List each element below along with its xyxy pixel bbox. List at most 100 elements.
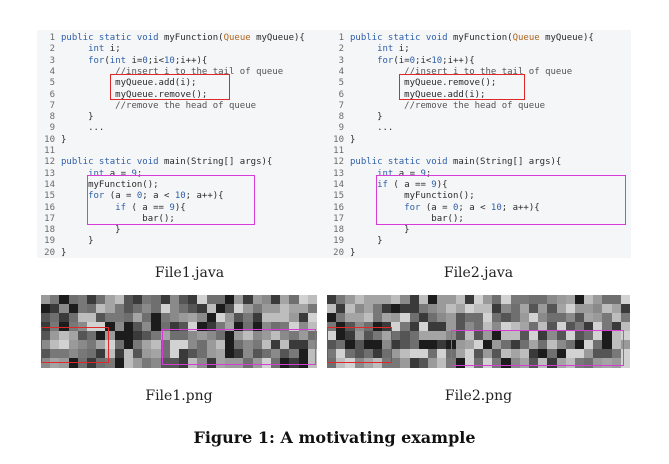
code-token: bar(); bbox=[61, 213, 175, 224]
code-token: } bbox=[61, 236, 94, 247]
code-token: int bbox=[88, 44, 105, 55]
code-line: 16 for (a = 0; a < 10; a++){ bbox=[326, 203, 540, 214]
image-file2-png bbox=[327, 295, 631, 368]
code-token: myQueue.remove(); bbox=[350, 78, 497, 89]
code-line: 17 bar(); bbox=[37, 214, 175, 225]
line-number: 11 bbox=[44, 146, 55, 156]
code-token: i; bbox=[393, 44, 410, 55]
code-line: 4 //insert i to the tail of queue bbox=[326, 66, 573, 78]
code-token: ( a == bbox=[387, 179, 432, 190]
code-token: a = bbox=[393, 168, 421, 179]
code-token: ; a++){ bbox=[501, 202, 540, 213]
line-number: 6 bbox=[338, 89, 344, 100]
code-line: 7 //remove the head of queue bbox=[37, 100, 257, 112]
code-token: public static void bbox=[61, 157, 164, 168]
code-token: 0 bbox=[142, 55, 148, 66]
line-number: 19 bbox=[333, 236, 344, 247]
code-token: if bbox=[377, 179, 388, 190]
line-number: 13 bbox=[44, 168, 55, 179]
highlight-region-red bbox=[327, 327, 392, 363]
code-line: 2 int i; bbox=[326, 44, 410, 55]
line-number: 5 bbox=[49, 78, 55, 89]
code-token bbox=[350, 169, 377, 179]
code-line: 6 myQueue.add(i); bbox=[326, 89, 486, 101]
code-token: //remove the head of queue bbox=[61, 100, 257, 111]
code-token: ){ bbox=[174, 202, 186, 213]
code-line: 8 } bbox=[37, 112, 94, 123]
code-token: 10 bbox=[164, 55, 175, 66]
code-token: } bbox=[61, 112, 94, 123]
line-number: 14 bbox=[333, 179, 344, 190]
code-line: 10} bbox=[326, 135, 355, 146]
code-line: 20} bbox=[37, 248, 66, 259]
code-token: } bbox=[350, 134, 356, 145]
code-line: 5 myQueue.add(i); bbox=[37, 78, 197, 89]
code-token: ;i++){ bbox=[442, 55, 475, 66]
code-token: a = bbox=[104, 168, 132, 179]
line-number: 15 bbox=[44, 191, 55, 202]
code-line: 19 } bbox=[37, 236, 94, 247]
code-line: 15 for (a = 0; a < 10; a++){ bbox=[37, 191, 224, 202]
code-token: 9 bbox=[431, 179, 437, 190]
code-token: int bbox=[377, 44, 394, 55]
line-number: 12 bbox=[44, 157, 55, 168]
code-line: 9 ... bbox=[326, 123, 394, 134]
code-token: } bbox=[61, 134, 67, 145]
code-token: } bbox=[350, 112, 383, 123]
code-token: ; bbox=[136, 168, 143, 179]
code-token: } bbox=[61, 225, 121, 236]
code-token: ; a++){ bbox=[185, 191, 224, 202]
code-token: myQueue.add(i); bbox=[350, 89, 486, 100]
code-token: for bbox=[377, 55, 394, 66]
code-line: 7 //remove the head of queue bbox=[326, 101, 546, 112]
line-number: 20 bbox=[333, 247, 344, 258]
code-line: 3 for(i=0;i<10;i++){ bbox=[326, 56, 475, 67]
code-token: i= bbox=[126, 55, 143, 66]
code-line: 17 bar(); bbox=[326, 214, 464, 225]
line-number: 4 bbox=[338, 66, 344, 77]
code-token: public static void bbox=[350, 33, 453, 43]
code-line: 3 for(int i=0;i<10;i++){ bbox=[37, 55, 208, 67]
line-number: 14 bbox=[44, 179, 55, 190]
code-token: ( bbox=[104, 55, 110, 66]
code-line: 10} bbox=[37, 135, 66, 146]
line-number: 9 bbox=[338, 123, 344, 134]
highlight-box-main-body-file1 bbox=[87, 175, 255, 225]
code-token: (a = bbox=[420, 202, 453, 213]
line-number: 2 bbox=[338, 44, 344, 55]
line-number: 20 bbox=[44, 247, 55, 258]
line-number: 10 bbox=[333, 134, 344, 145]
code-token: ... bbox=[61, 123, 105, 134]
code-line: 11 bbox=[326, 146, 350, 157]
figure-caption: Figure 1: A motivating example bbox=[193, 428, 476, 447]
code-line: 4 //insert i to the tail of queue bbox=[37, 67, 284, 78]
code-token: 10 bbox=[431, 55, 443, 66]
code-token: ... bbox=[350, 123, 394, 134]
code-token bbox=[61, 56, 88, 66]
code-token bbox=[61, 191, 88, 201]
code-token: myFunction( bbox=[452, 33, 513, 43]
code-line: 11 bbox=[37, 146, 61, 157]
highlight-region-magenta bbox=[162, 329, 316, 365]
image-file1-png bbox=[41, 295, 318, 368]
line-number: 8 bbox=[49, 112, 55, 123]
code-line: 14 myFunction(); bbox=[37, 179, 158, 191]
line-number: 10 bbox=[44, 134, 55, 145]
line-number: 9 bbox=[49, 123, 55, 134]
code-token: 0 bbox=[452, 202, 459, 213]
line-number: 11 bbox=[333, 146, 344, 156]
code-token: (i= bbox=[393, 55, 410, 66]
code-token: 10 bbox=[490, 202, 502, 213]
code-token: i; bbox=[104, 44, 121, 55]
code-token: myQueue){ bbox=[250, 33, 305, 43]
line-number: 2 bbox=[49, 44, 55, 55]
code-token: ;i< bbox=[415, 55, 432, 66]
code-line: 9 ... bbox=[37, 123, 105, 134]
line-number: 3 bbox=[49, 55, 55, 66]
code-line: 16 if ( a == 9){ bbox=[37, 203, 186, 214]
